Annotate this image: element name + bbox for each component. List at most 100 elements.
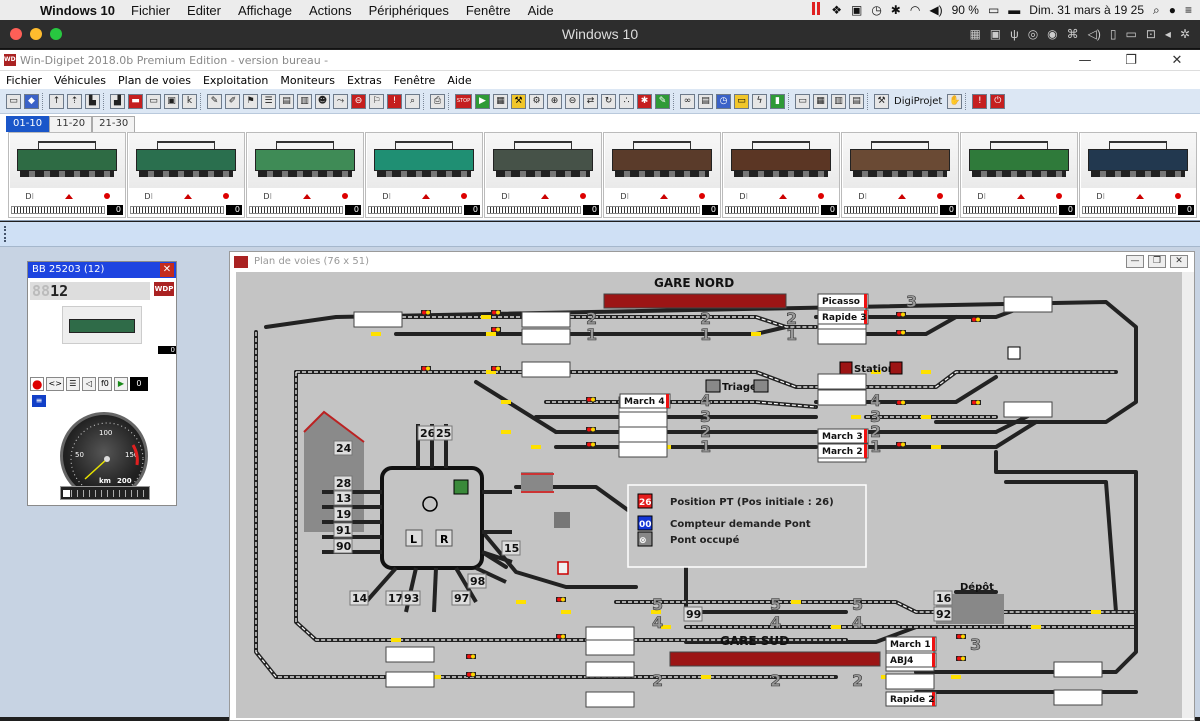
abc-icon[interactable]: ∴	[619, 93, 634, 109]
loco-card[interactable]: D⁝0	[1079, 132, 1197, 218]
restore-button[interactable]: ❐	[1125, 53, 1137, 68]
power-icon[interactable]: ⏻	[990, 93, 1006, 109]
signal-icon[interactable]	[896, 400, 906, 405]
loco-speed-bar[interactable]: 0	[487, 204, 599, 215]
arrow-up-icon[interactable]: ↑	[49, 93, 64, 109]
back-icon[interactable]: ◂	[1164, 27, 1171, 41]
loco-stop-icon[interactable]	[1055, 193, 1062, 199]
turntable-slot[interactable]	[333, 522, 353, 538]
track-block[interactable]	[385, 646, 435, 663]
cd-icon[interactable]: ◎	[1027, 27, 1039, 41]
red-lamp[interactable]	[557, 561, 569, 575]
close-window-icon[interactable]	[10, 28, 22, 40]
train-label-box[interactable]	[885, 691, 937, 707]
binoculars-icon[interactable]: ∞	[680, 93, 695, 109]
loco-card[interactable]: D⁝0	[365, 132, 483, 218]
battery-status-icon[interactable]: ▮	[770, 93, 785, 109]
flag-track-icon[interactable]: ⚐	[369, 93, 384, 109]
track-block[interactable]	[1053, 689, 1103, 706]
station-indicator-right[interactable]	[889, 361, 903, 375]
macos-menu-editer[interactable]: Editer	[187, 2, 221, 18]
share-icon[interactable]: ⊡	[1145, 27, 1156, 41]
loco-card[interactable]: D⁝0	[484, 132, 602, 218]
loco-direction-icon[interactable]: D⁝	[144, 191, 154, 201]
plan-titlebar[interactable]: Plan de voies (76 x 51) — ❐ ✕	[230, 252, 1194, 272]
wifi-icon[interactable]: ◠	[909, 3, 921, 17]
macos-menu-affichage[interactable]: Affichage	[238, 2, 292, 18]
bluetooth-icon[interactable]: ✱	[890, 3, 901, 17]
people-icon[interactable]: ☻	[315, 93, 330, 109]
turntable-slot[interactable]	[501, 540, 521, 556]
cab-titlebar[interactable]: BB 25203 (12) ✕	[28, 262, 176, 278]
direction-button[interactable]: <>	[46, 377, 64, 391]
pen-green-icon[interactable]: ✎	[655, 93, 670, 109]
train-icon[interactable]: ▟	[110, 93, 125, 109]
signal-icon[interactable]	[586, 397, 596, 402]
loco-forward-icon[interactable]	[64, 193, 73, 199]
train-label-box[interactable]	[619, 393, 671, 409]
loco-speed-bar[interactable]: 0	[368, 204, 480, 215]
track-plan-canvas[interactable]: GARE NORD GARE SUD Station Triage Dépôt …	[236, 272, 1184, 718]
calendar-icon[interactable]: ▦	[813, 93, 828, 109]
track-block[interactable]	[817, 328, 867, 345]
signal-icon[interactable]	[491, 366, 501, 371]
arrow-up-bar-icon[interactable]: ⇡	[67, 93, 82, 109]
tools-icon[interactable]: ⚒	[511, 93, 526, 109]
loco-image[interactable]	[724, 133, 839, 188]
track-block[interactable]	[585, 661, 635, 678]
loco-stop-icon[interactable]	[817, 193, 824, 199]
search-icon[interactable]: ⌕	[405, 93, 420, 109]
usb-icon[interactable]: ψ	[1010, 27, 1019, 41]
loco-card[interactable]: D⁝0	[841, 132, 959, 218]
minimize-button[interactable]: —	[1078, 53, 1092, 68]
loco-speed-bar[interactable]: 0	[844, 204, 956, 215]
signal-icon[interactable]	[556, 634, 566, 639]
sound-icon[interactable]: ◁)	[1087, 27, 1101, 41]
track-block[interactable]	[521, 328, 571, 345]
tab-11-20[interactable]: 11-20	[49, 116, 93, 132]
triage-indicator-right[interactable]	[753, 379, 769, 393]
spotlight-icon[interactable]: ⌕	[1153, 2, 1160, 17]
device-icon[interactable]: ▯	[1109, 27, 1117, 41]
signal-icon[interactable]	[971, 400, 981, 405]
speed-gauge[interactable]: 50 100 150 km 200	[60, 412, 148, 500]
display-icon[interactable]: ▦	[493, 93, 508, 109]
tab-21-30[interactable]: 21-30	[92, 116, 136, 132]
track-block[interactable]	[618, 441, 668, 458]
loco-forward-icon[interactable]	[1016, 193, 1025, 199]
minimize-window-icon[interactable]	[30, 28, 42, 40]
play-button[interactable]: ▶	[113, 377, 128, 391]
loco-icon[interactable]: ▙	[85, 93, 100, 109]
loco-stop-icon[interactable]	[579, 193, 586, 199]
train-label-box[interactable]	[817, 293, 869, 309]
siri-icon[interactable]: ●	[1168, 3, 1176, 17]
turntable-green-lamp[interactable]	[453, 479, 469, 495]
loco-speed-bar[interactable]: 0	[963, 204, 1075, 215]
horn-icon[interactable]: ◁	[81, 377, 96, 391]
switch-icon[interactable]: ✱	[637, 93, 652, 109]
turntable-slot[interactable]	[333, 440, 353, 456]
direction-flag-icon[interactable]: ≡	[32, 395, 46, 407]
edit-track-icon[interactable]: ✐	[225, 93, 240, 109]
macos-menu-fichier[interactable]: Fichier	[131, 2, 171, 18]
menu-vehicules[interactable]: Véhicules	[53, 73, 106, 87]
alert-icon[interactable]: !	[387, 93, 402, 109]
edit-icon[interactable]: ✎	[207, 93, 222, 109]
station-indicator-left[interactable]	[839, 361, 853, 375]
list-icon[interactable]: ☰	[261, 93, 276, 109]
loco-stop-icon[interactable]	[103, 193, 110, 199]
loco-card[interactable]: D⁝0	[722, 132, 840, 218]
chart-icon[interactable]: ▥	[297, 93, 312, 109]
track-block[interactable]	[618, 411, 668, 428]
loco-forward-icon[interactable]	[183, 193, 192, 199]
layers-icon[interactable]: ▤	[698, 93, 713, 109]
zoom-out-icon[interactable]: ⊖	[565, 93, 580, 109]
table-icon[interactable]: ▥	[831, 93, 846, 109]
loco-image[interactable]	[843, 133, 958, 188]
loco-card[interactable]: D⁝0	[246, 132, 364, 218]
signal-icon[interactable]	[896, 442, 906, 447]
loco-forward-icon[interactable]	[302, 193, 311, 199]
note-icon[interactable]: ▭	[734, 93, 749, 109]
macos-menu-peripheriques[interactable]: Périphériques	[368, 2, 449, 18]
track-block[interactable]	[585, 639, 635, 656]
